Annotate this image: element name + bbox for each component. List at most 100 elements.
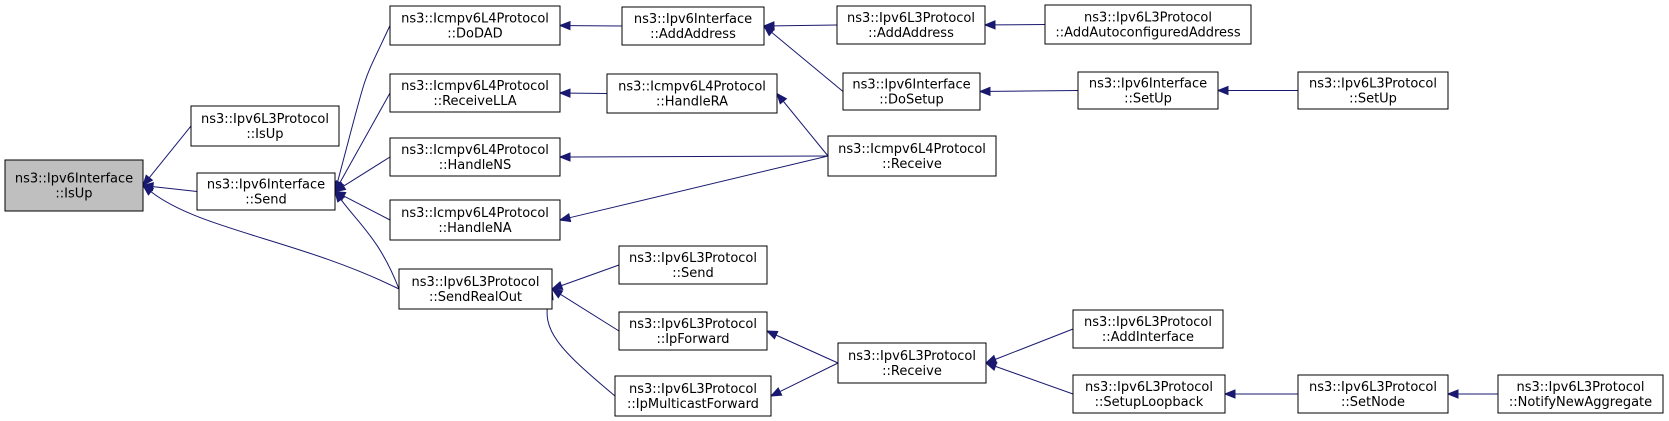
node-label-line2: ::Receive	[882, 157, 942, 172]
node-label-line2: ::SetNode	[1341, 395, 1405, 410]
edge-recvlla-to-ifsend	[334, 92, 391, 193]
node-box	[842, 72, 981, 111]
node-handlera[interactable]: ns3::Icmpv6L4Protocol::HandleRA	[606, 73, 778, 114]
node-recvlla[interactable]: ns3::Icmpv6L4Protocol::ReceiveLLA	[389, 73, 561, 113]
node-label-line1: ns3::Ipv6L3Protocol	[1309, 77, 1437, 92]
node-sendrealout[interactable]: ns3::Ipv6L3Protocol::SendRealOut	[398, 268, 553, 310]
edge-line	[148, 125, 192, 179]
node-label-line1: ns3::Icmpv6L4Protocol	[618, 80, 766, 95]
edge-line	[152, 186, 198, 192]
node-label-line2: ::SetupLoopback	[1095, 395, 1204, 410]
edge-l3recv-to-ipmcfwd	[769, 362, 839, 397]
edge-handlens-to-ifsend	[333, 156, 391, 193]
node-label-line1: ns3::Ipv6Interface	[15, 172, 133, 187]
node-label-line1: ns3::Ipv6Interface	[1089, 77, 1207, 92]
node-box	[4, 159, 144, 212]
edge-line	[995, 328, 1074, 360]
node-box	[398, 268, 553, 310]
node-box	[1072, 374, 1226, 414]
arrowhead	[983, 20, 996, 30]
edge-l3setup-to-ifsetup	[1216, 85, 1298, 96]
arrowhead	[1446, 389, 1459, 399]
node-box	[618, 245, 768, 285]
node-icmprecv[interactable]: ns3::Icmpv6L4Protocol::Receive	[827, 135, 997, 177]
node-dosetup[interactable]: ns3::Ipv6Interface::DoSetup	[842, 72, 981, 111]
node-label-line1: ns3::Ipv6L3Protocol	[1085, 380, 1213, 395]
edge-line	[995, 365, 1074, 395]
node-box	[190, 105, 340, 147]
node-label-line1: ns3::Ipv6L3Protocol	[412, 275, 540, 290]
node-dodad[interactable]: ns3::Icmpv6L4Protocol::DoDAD	[389, 5, 561, 46]
node-ifaddaddr[interactable]: ns3::Ipv6Interface::AddAddress	[621, 6, 765, 46]
node-l3setup[interactable]: ns3::Ipv6L3Protocol::SetUp	[1297, 71, 1449, 110]
arrowhead	[550, 280, 564, 290]
node-l3send[interactable]: ns3::Ipv6L3Protocol::Send	[618, 245, 768, 285]
node-notifyagg[interactable]: ns3::Ipv6L3Protocol::NotifyNewAggregate	[1497, 374, 1664, 414]
edge-line	[775, 334, 839, 364]
arrowhead	[558, 20, 571, 31]
node-box	[389, 73, 561, 113]
node-root[interactable]: ns3::Ipv6Interface::IsUp	[4, 159, 144, 212]
node-label-line1: ns3::Ipv6L3Protocol	[1084, 315, 1212, 330]
edge-icmprecv-to-handlens	[558, 152, 829, 162]
node-ipmcfwd[interactable]: ns3::Ipv6L3Protocol::IpMulticastForward	[614, 375, 772, 417]
node-label-line1: ns3::Ipv6L3Protocol	[629, 382, 757, 397]
node-l3addaddr[interactable]: ns3::Ipv6L3Protocol::AddAddress	[836, 5, 986, 45]
arrowhead	[762, 25, 776, 37]
node-l3recv[interactable]: ns3::Ipv6L3Protocol::Receive	[837, 342, 987, 384]
edge-line	[561, 264, 620, 287]
node-addif[interactable]: ns3::Ipv6L3Protocol::AddInterface	[1072, 309, 1224, 349]
node-addauto[interactable]: ns3::Ipv6L3Protocol::AddAutoconfiguredAd…	[1044, 4, 1252, 45]
node-l3isup[interactable]: ns3::Ipv6L3Protocol::IsUp	[190, 105, 340, 147]
node-handlena[interactable]: ns3::Icmpv6L4Protocol::HandleNA	[389, 199, 561, 241]
edge-l3send-to-sendrealout	[550, 264, 620, 290]
edge-line	[546, 298, 616, 397]
edge-line	[339, 92, 391, 184]
node-label-line2: ::IpForward	[656, 332, 729, 347]
edge-ipmcfwd-to-sendrealout	[544, 287, 616, 397]
node-handlens[interactable]: ns3::Icmpv6L4Protocol::HandleNS	[389, 137, 561, 177]
node-label-line2: ::IsUp	[55, 187, 92, 202]
node-label-line2: ::ReceiveLLA	[433, 94, 516, 109]
node-setuplb[interactable]: ns3::Ipv6L3Protocol::SetupLoopback	[1072, 374, 1226, 414]
node-setnode[interactable]: ns3::Ipv6L3Protocol::SetNode	[1297, 374, 1449, 414]
node-label-line1: ns3::Ipv6L3Protocol	[1517, 380, 1645, 395]
edge-line	[773, 24, 838, 27]
edge-line	[343, 156, 391, 187]
edge-dosetup-to-ifaddaddr	[762, 25, 844, 92]
node-label-line1: ns3::Icmpv6L4Protocol	[401, 12, 549, 27]
node-box	[1297, 71, 1449, 110]
node-label-line2: ::DoDAD	[447, 27, 502, 42]
edge-handlena-to-ifsend	[333, 190, 391, 221]
node-label-line2: ::IpMulticastForward	[627, 397, 759, 412]
node-label-line2: ::SendRealOut	[429, 290, 522, 305]
edge-l3recv-to-ipfwd	[765, 330, 839, 364]
edge-line	[989, 90, 1079, 92]
node-label-line1: ns3::Ipv6L3Protocol	[629, 251, 757, 266]
arrowhead	[550, 288, 564, 299]
node-box	[1044, 4, 1252, 45]
edge-line	[569, 155, 829, 219]
node-label-line2: ::Send	[245, 193, 287, 208]
edge-l3isup-to-root	[142, 125, 192, 187]
node-box	[836, 5, 986, 45]
edge-l3addaddr-to-ifaddaddr	[762, 21, 838, 31]
node-ifsend[interactable]: ns3::Ipv6Interface::Send	[196, 172, 336, 211]
node-ifsetup[interactable]: ns3::Ipv6Interface::SetUp	[1077, 71, 1219, 110]
node-label-line1: ns3::Ipv6Interface	[852, 78, 970, 93]
arrowhead	[558, 212, 572, 223]
node-box	[606, 73, 778, 114]
node-label-line2: ::SetUp	[1124, 92, 1172, 107]
node-box	[389, 199, 561, 241]
arrowhead	[334, 190, 346, 203]
node-label-line2: ::DoSetup	[879, 93, 944, 108]
node-label-line1: ns3::Ipv6L3Protocol	[1084, 11, 1212, 26]
node-ipfwd[interactable]: ns3::Ipv6L3Protocol::IpForward	[618, 311, 768, 351]
node-label-line1: ns3::Ipv6Interface	[207, 178, 325, 193]
edge-line	[771, 31, 844, 92]
node-label-line1: ns3::Ipv6L3Protocol	[629, 317, 757, 332]
node-box	[621, 6, 765, 46]
arrowhead	[776, 92, 788, 105]
node-box	[837, 342, 987, 384]
edge-line	[779, 362, 839, 393]
